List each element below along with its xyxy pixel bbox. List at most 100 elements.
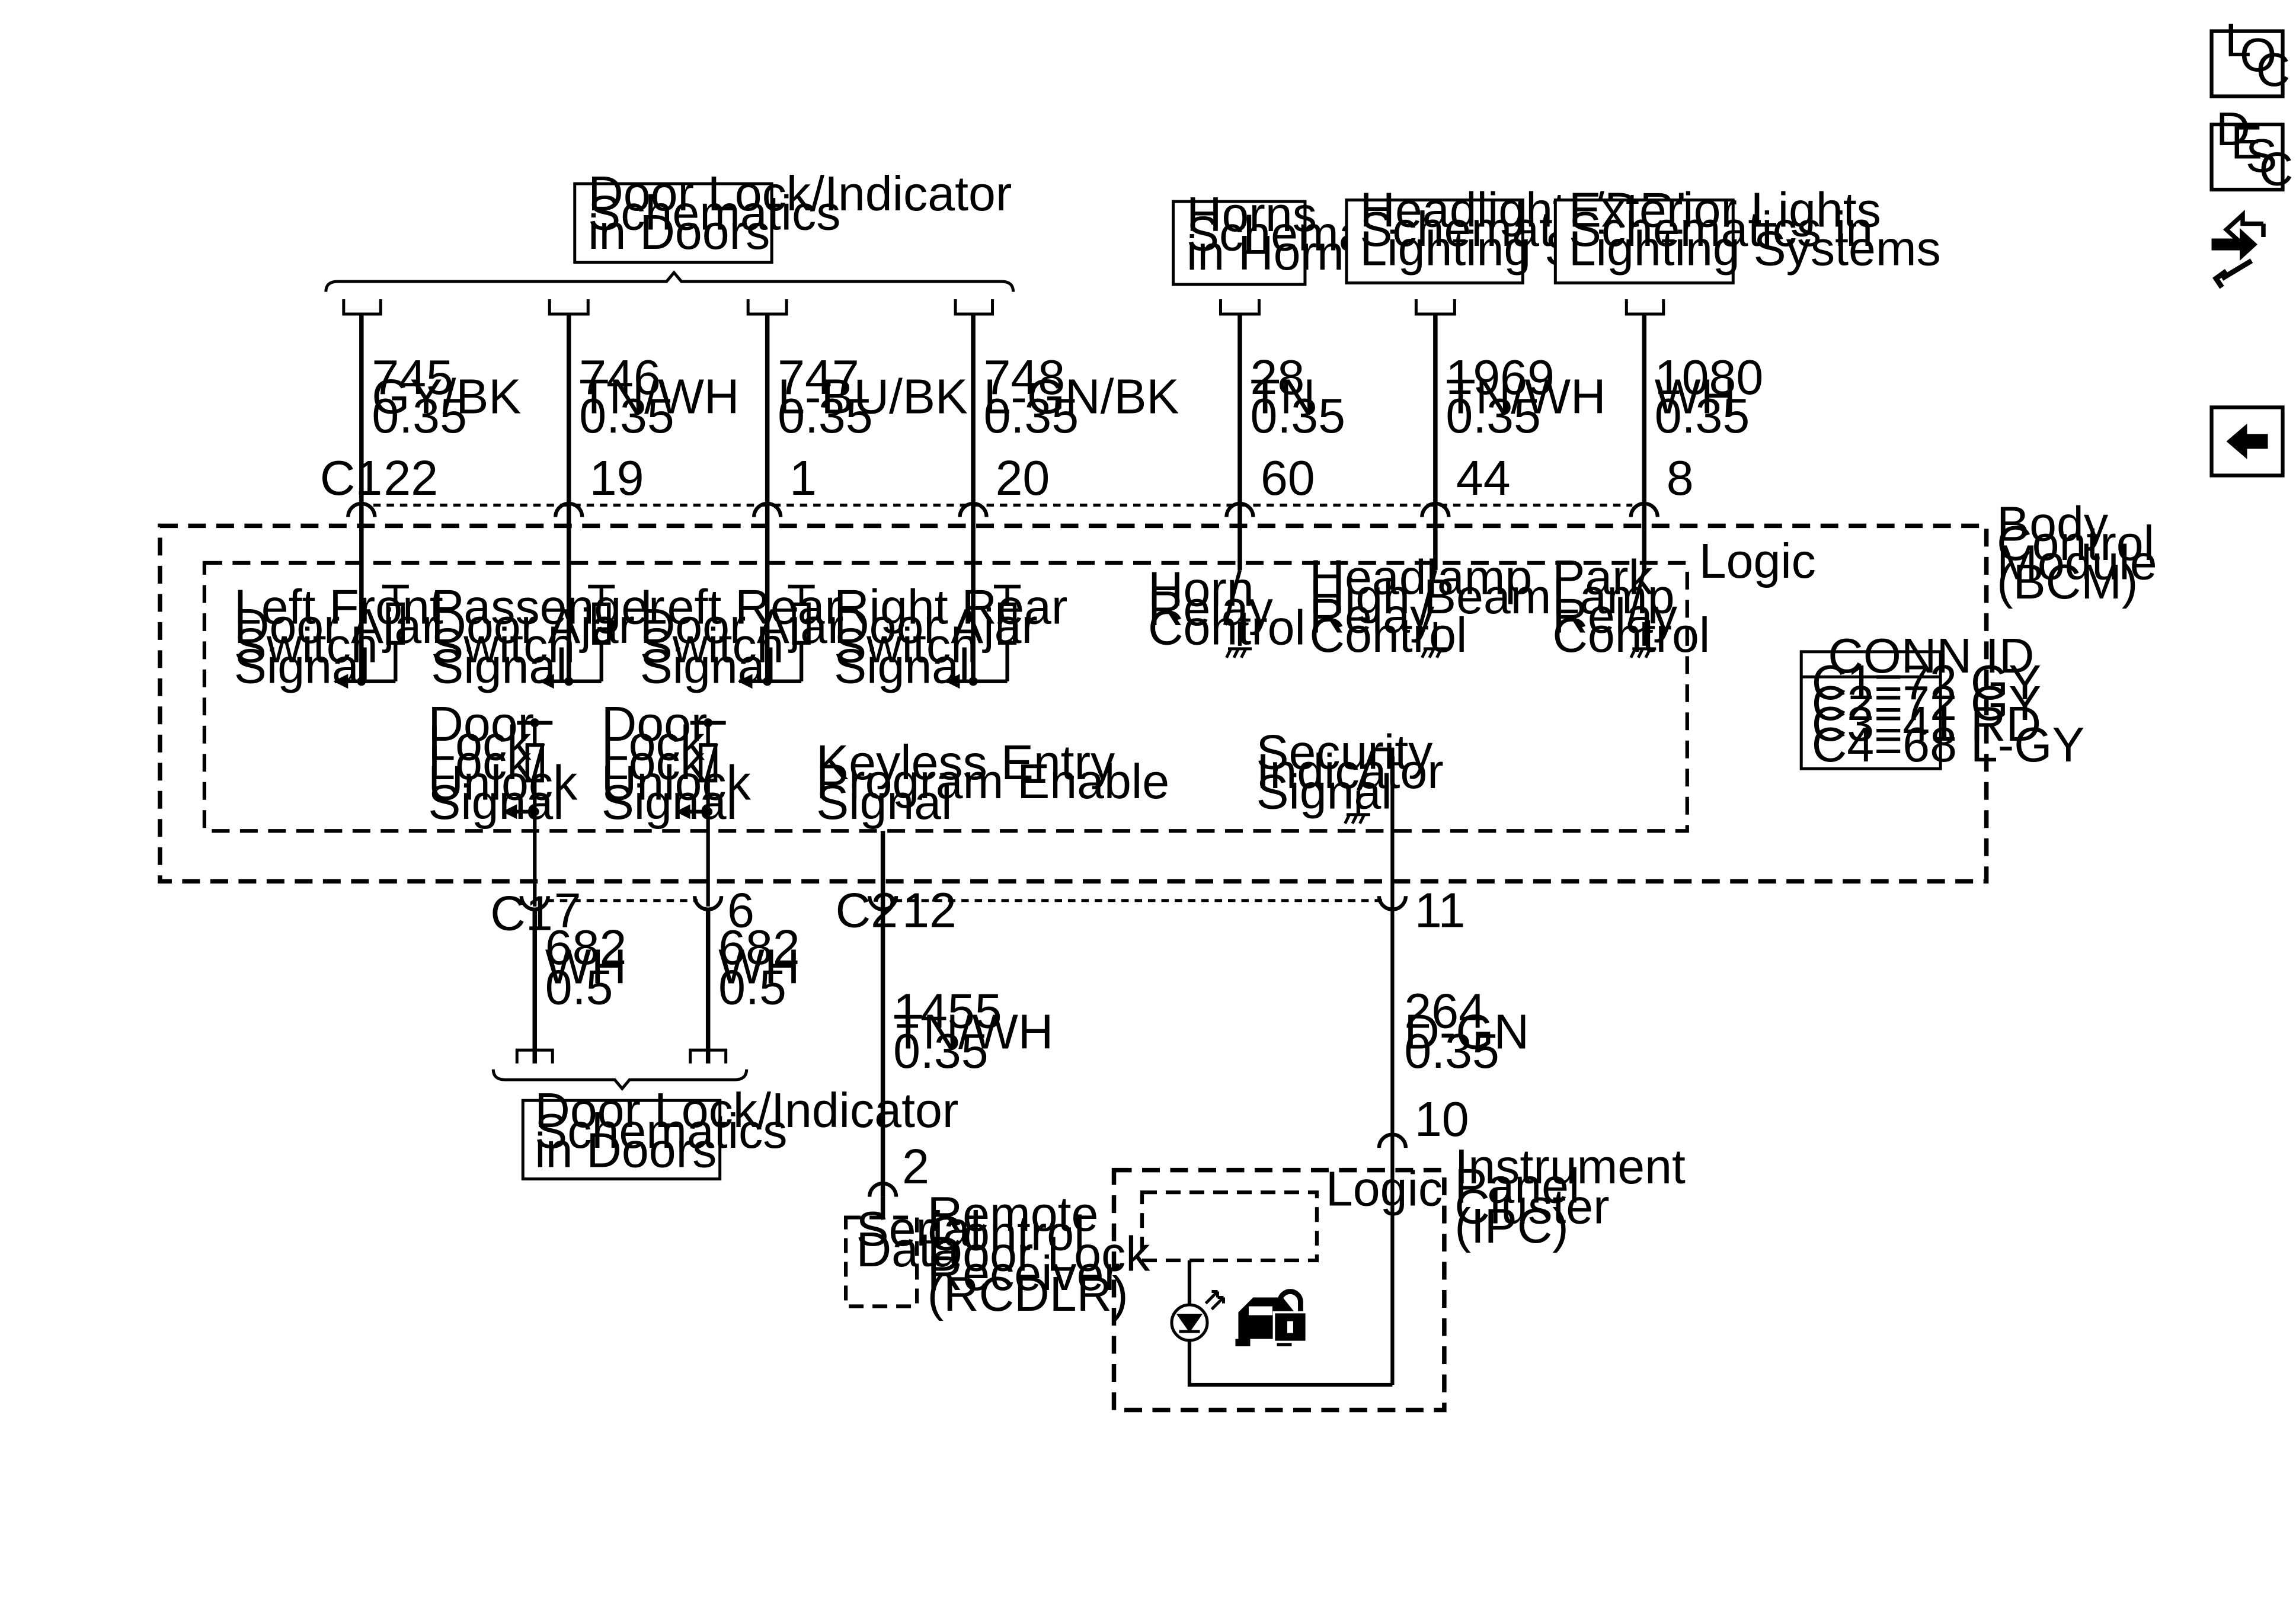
wire-745-circuit: 745: [372, 350, 453, 405]
desc-icon[interactable]: D E S C: [2209, 103, 2294, 196]
wire-1080-color: WH: [1655, 369, 1736, 424]
rcdlr-inner-line2: Data: [856, 1222, 960, 1277]
pin-20: 20: [996, 451, 1050, 505]
lock1-line4: Unlock: [428, 756, 578, 811]
connector-repair-icon[interactable]: [2211, 210, 2266, 289]
connector-c1-top-label: C1: [320, 451, 382, 505]
connector-c1-bottom-label: C1: [490, 886, 552, 941]
lock1-line1: Door: [428, 697, 534, 751]
rcdlr-connector-arc: [867, 1181, 898, 1197]
horns-line3: in Horns: [1187, 226, 1368, 280]
security-line3: Signal: [1256, 765, 1392, 820]
rr-line2: Door Ajar: [834, 599, 1038, 654]
loc-letter-l: L: [2225, 14, 2251, 66]
lf-line2: Door Ajar: [234, 599, 438, 654]
park-relay-line4: Control: [1552, 608, 1710, 662]
door-lock-top-line2: Schematics: [588, 186, 840, 241]
pass-line3: Switch: [431, 618, 575, 673]
loc-letter-o: O: [2240, 28, 2276, 81]
top-brace: [324, 270, 1015, 292]
wire-1969-color: TN/WH: [1446, 369, 1606, 424]
lf-line4: Signal: [234, 639, 370, 693]
bcm-logic-label: Logic: [1699, 534, 1816, 588]
security-switch: [1356, 747, 1395, 1385]
conn-id-row1: C1=72 GY: [1812, 655, 2041, 710]
bottom-wires: [532, 909, 711, 1064]
wire-682a-gauge: 0.5: [545, 961, 613, 1015]
wire-747-color: L-BU/BK: [778, 369, 968, 424]
bcm-label-line1: Body: [1997, 497, 2109, 551]
wire-748-gauge: 0.35: [984, 389, 1079, 443]
wire-682b-gauge: 0.5: [718, 961, 786, 1015]
wire-264-color: D-GN: [1404, 1005, 1529, 1060]
ipc-label-line3: Cluster: [1454, 1180, 1609, 1234]
door-ajar-labels: Left Front Door Ajar Switch Signal Passe…: [234, 580, 1067, 693]
exterior-lights-box[interactable]: Exterior Lights Schematics in Lighting S…: [1553, 183, 1941, 284]
wire-28-gauge: 0.35: [1250, 389, 1345, 443]
wire-1455-gauge: 0.35: [893, 1024, 989, 1078]
back-arrow-icon[interactable]: [2209, 405, 2285, 478]
bcm-label-line3: Module: [1997, 535, 2157, 590]
splice-dots: [357, 677, 978, 686]
bcm-outline: [158, 523, 1989, 884]
pass-line1: Passenger: [431, 580, 664, 634]
conn-id-table: CONN ID C1=72 GY C2=72 GY C3=41 RD C4=68…: [1799, 629, 2084, 772]
bottom-connector-arcs: [519, 896, 1408, 911]
bottom-pin-brackets: [515, 1048, 728, 1064]
door-ajar-circuits: [333, 584, 1021, 689]
conn-id-row2: C2=72 GY: [1812, 676, 2041, 731]
bcm-label-line4: (BCM): [1997, 555, 2138, 609]
lr-line3: Switch: [640, 618, 784, 673]
bottom-wire-labels: 682 WH 0.5 682 WH 0.5 1455 TN/WH 0.35 26…: [545, 920, 1529, 1078]
horns-line1: Horns: [1187, 187, 1317, 242]
keyless-line2: Program Enable: [816, 754, 1169, 809]
wire-264-circuit: 264: [1404, 984, 1486, 1039]
rcdlr-label-line4: Receiver: [928, 1246, 1120, 1301]
wire-1080-gauge: 0.35: [1655, 389, 1750, 443]
lock-signal-labels: Door Lock Lock/ Unlock Signal Door Lock …: [428, 697, 751, 830]
lock2-line2: Lock: [602, 716, 705, 770]
headlamp-relay-line2: High Beam: [1309, 569, 1551, 624]
ipc-label-line4: (IPC): [1454, 1199, 1568, 1253]
ipc-label-line2: Panel: [1454, 1159, 1579, 1214]
relay-labels: Horn Relay Control Headlamp High Beam Re…: [1148, 550, 1710, 662]
security-labels: Security Indicator Signal: [1256, 725, 1443, 819]
wire-748-color: L-GN/BK: [984, 369, 1179, 424]
exterior-line2: Schematics in: [1569, 202, 1873, 257]
pin-11: 11: [1415, 884, 1466, 938]
wire-1455-circuit: 1455: [893, 984, 1002, 1039]
wire-682b-color: WH: [718, 940, 800, 994]
wire-682b-circuit: 682: [718, 920, 800, 975]
wire-748-circuit: 748: [984, 350, 1066, 405]
wire-745-color: GY/BK: [372, 369, 521, 424]
park-relay-line2: Lamp: [1552, 569, 1674, 624]
lock2-line1: Door: [602, 697, 708, 751]
door-lock-bottom-line2: Schematics: [535, 1104, 787, 1158]
wire-1080-circuit: 1080: [1655, 350, 1763, 405]
park-relay-line3: Relay: [1552, 588, 1678, 643]
pin-19: 19: [590, 451, 644, 505]
ipc-pin: 10: [1415, 1092, 1469, 1147]
loc-icon[interactable]: L O C: [2209, 14, 2291, 98]
door-lock-top-box[interactable]: Door Lock/Indicator Schematics in Doors: [573, 167, 1012, 264]
lock2-line5: Signal: [602, 775, 737, 830]
lock-splice-dots: [530, 718, 713, 817]
bottom-pin-numbers: 7 6 12 11: [554, 884, 1466, 938]
door-lock-top-line1: Door Lock/Indicator: [588, 167, 1012, 221]
lr-line4: Signal: [640, 639, 776, 693]
bcm-logic-outline: [202, 561, 1689, 833]
pin-22: 22: [383, 451, 438, 505]
door-lock-bottom-line1: Door Lock/Indicator: [535, 1083, 958, 1138]
wire-746-circuit: 746: [579, 350, 661, 405]
pin-8: 8: [1667, 451, 1694, 505]
wire-747-circuit: 747: [778, 350, 859, 405]
connector-c2-label: C2: [836, 884, 898, 938]
security-line1: Security: [1256, 725, 1433, 779]
bcm-label-line2: Control: [1997, 516, 2154, 571]
desc-letter-d: D: [2216, 103, 2250, 155]
door-lock-bottom-box[interactable]: Door Lock/Indicator Schematics in Doors: [521, 1083, 958, 1181]
lock1-line3: Lock/: [428, 735, 545, 790]
bottom-brace: [491, 1069, 749, 1092]
headlamp-relay-line1: Headlamp: [1309, 550, 1532, 604]
